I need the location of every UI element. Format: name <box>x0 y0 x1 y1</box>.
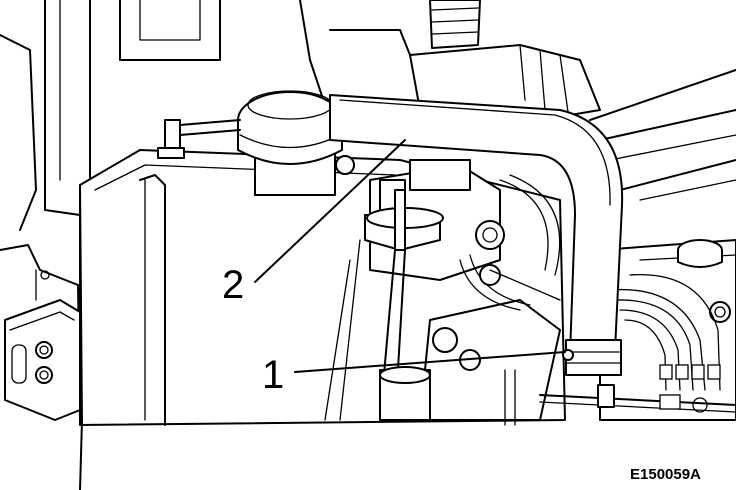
background-panels <box>89 0 736 211</box>
leader-line-1 <box>294 351 566 373</box>
engine-components <box>324 159 561 426</box>
leader-line-2 <box>254 139 406 283</box>
mounting-bracket <box>4 299 81 421</box>
engine-right-side <box>539 239 736 421</box>
callout-label-1: 1 <box>262 353 284 397</box>
callout-leaders <box>254 139 566 373</box>
left-body-panel <box>0 0 83 490</box>
upper-radiator-hose <box>329 94 624 376</box>
figure-reference-code: E150059A <box>630 466 701 483</box>
callout-label-2: 2 <box>222 263 244 307</box>
